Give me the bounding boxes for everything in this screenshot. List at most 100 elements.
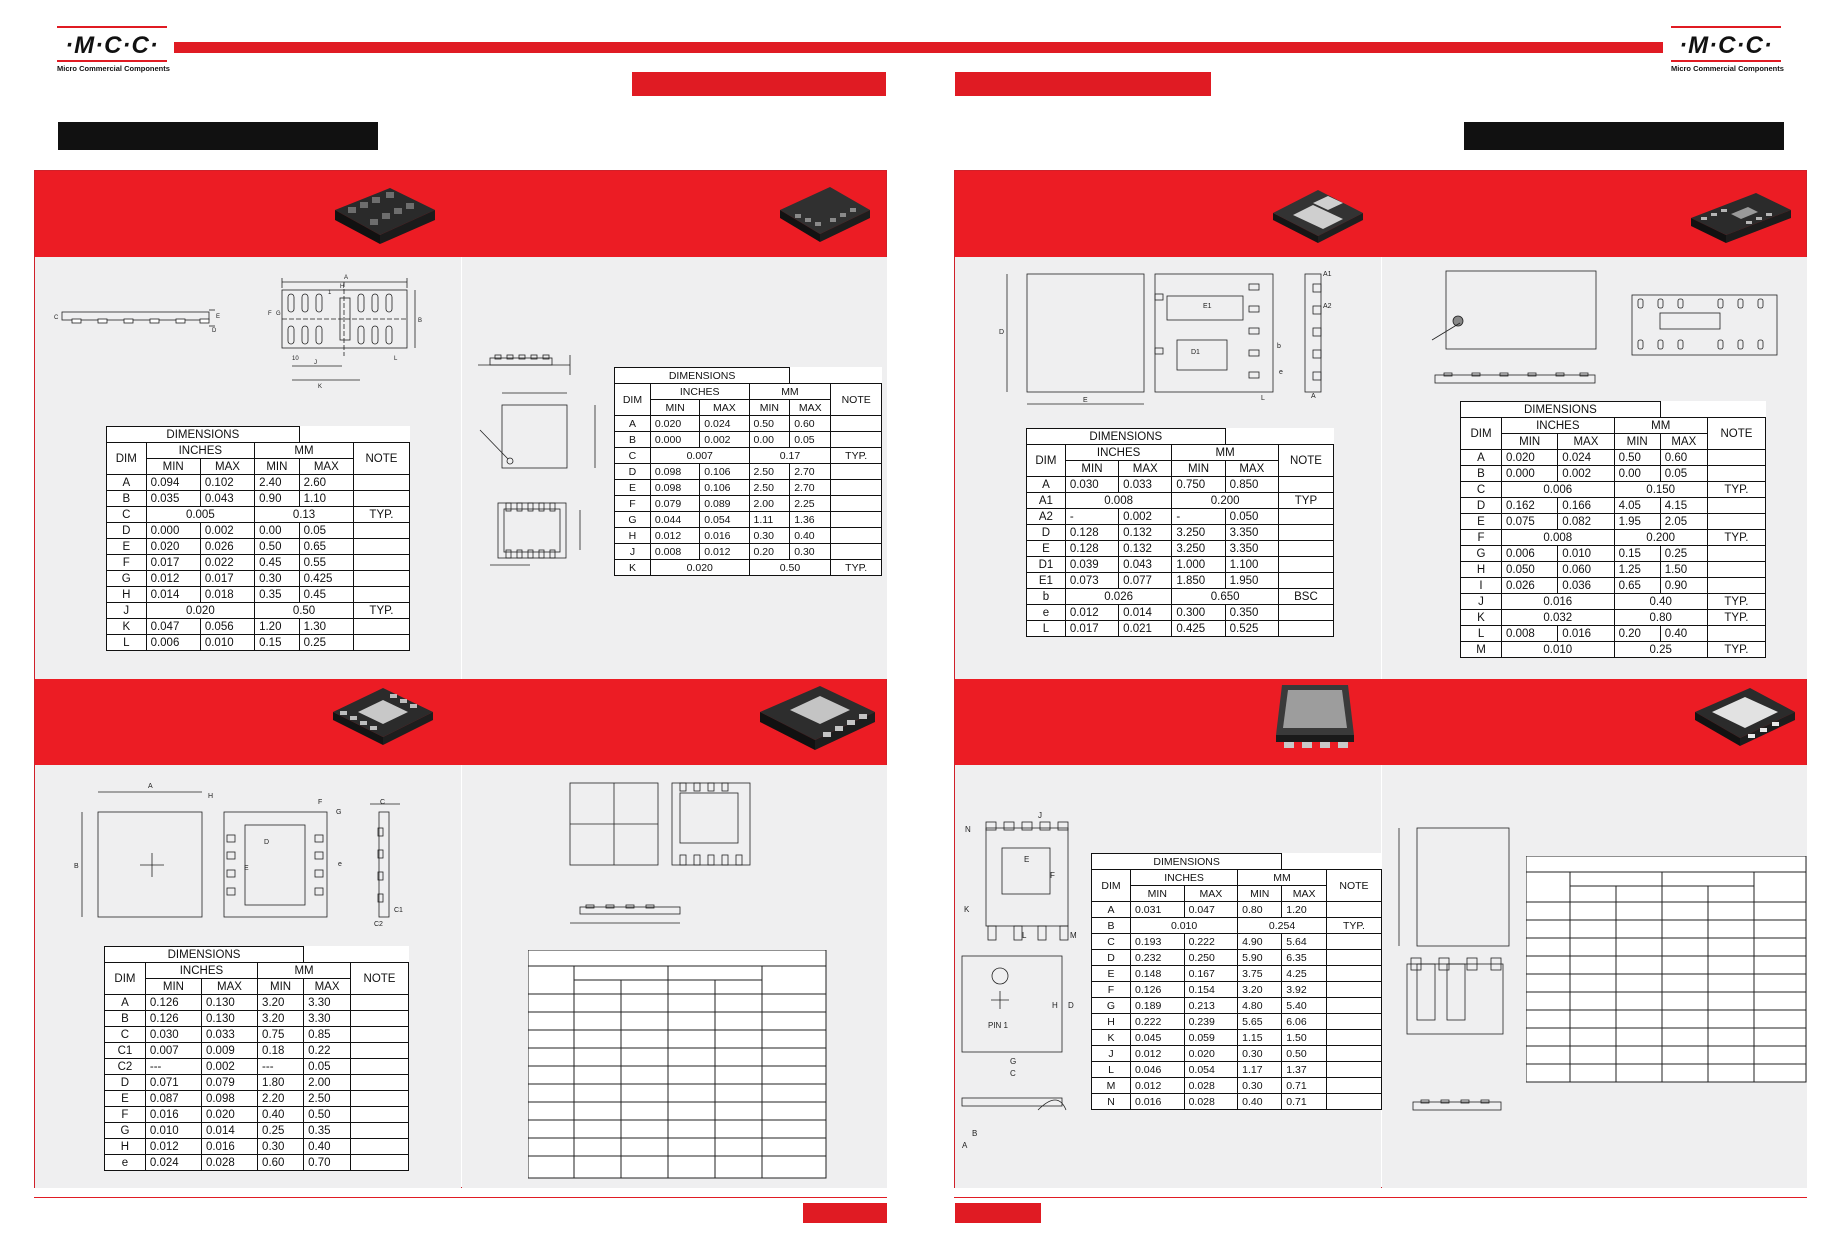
cell-inches: 0.026	[1064, 588, 1173, 605]
cell-mm-max: 0.45	[298, 586, 354, 603]
cell-inch-min: 0.126	[144, 994, 202, 1011]
cell-note	[1325, 1093, 1383, 1110]
cell-inch-max: 0.250	[1183, 949, 1239, 966]
section-tab-left	[632, 72, 886, 96]
cell-mm-min: 3.75	[1237, 965, 1283, 982]
cell-dim: F	[104, 1106, 146, 1123]
cell-mm-max: 0.40	[303, 1138, 352, 1155]
cell-inch-max: 0.026	[199, 538, 256, 555]
cell-mm-max: 0.22	[303, 1042, 352, 1059]
cell-dim: A2	[1026, 508, 1066, 525]
cell-dim: C2	[104, 1058, 146, 1075]
cell-inch-max: 0.012	[699, 543, 750, 560]
header-mm: MM	[748, 383, 832, 400]
cell-mm-min: 1.20	[254, 618, 300, 635]
cell-inch-min: 0.098	[649, 463, 701, 480]
cell-dim: C	[1459, 481, 1503, 498]
cell-mm-max: 0.50	[1281, 1045, 1327, 1062]
cell-mm-max: 3.30	[303, 994, 352, 1011]
cell-note: TYP.	[1706, 641, 1767, 658]
cell-dim: H	[104, 1138, 146, 1155]
table-row: C2---0.002---0.05	[104, 1058, 409, 1075]
svg-text:K: K	[964, 905, 970, 914]
svg-text:b: b	[1277, 343, 1281, 350]
cell-dim: G	[106, 570, 147, 587]
table-title: DIMENSIONS	[613, 367, 791, 384]
cell-note: TYP.	[1706, 529, 1767, 546]
cell-note	[1325, 965, 1383, 982]
cell-mm: 0.200	[1171, 492, 1279, 509]
cell-inch-min: 0.012	[1130, 1045, 1185, 1062]
cell-dim: E	[1090, 965, 1132, 982]
cell-inch-min: 0.012	[1064, 604, 1120, 621]
cell-note	[1325, 949, 1383, 966]
cell-inch-max: 0.132	[1118, 524, 1173, 541]
svg-text:K: K	[318, 384, 322, 390]
cell-mm-max: 0.425	[298, 570, 354, 587]
cell-inch-max: 0.022	[199, 554, 256, 571]
cell-mm-min: 0.30	[1237, 1045, 1283, 1062]
cell-note	[350, 994, 409, 1011]
cell-inch-max: 0.054	[1183, 1061, 1239, 1078]
cell-inch-min: 0.010	[144, 1122, 202, 1139]
cell-inch-min: 0.222	[1130, 1013, 1185, 1030]
cell-mm: 0.200	[1613, 529, 1708, 546]
chip-photo-dfn10-b	[780, 187, 870, 242]
cell-inch-min: 0.000	[145, 522, 201, 539]
cell-inch-max: 0.016	[699, 527, 750, 544]
chip-photo-dfn6-a	[1273, 190, 1363, 243]
cell-dim: E	[614, 479, 651, 496]
cell-note	[1706, 577, 1767, 594]
header-min: MIN	[145, 458, 201, 475]
cell-note	[1325, 901, 1383, 918]
cell-inch-min: 0.020	[649, 415, 701, 432]
cell-dim: E	[106, 538, 147, 555]
cell-mm-max: 0.30	[789, 543, 832, 560]
cell-inch-max: 0.132	[1118, 540, 1173, 557]
cell-note	[1706, 513, 1767, 530]
cell-inch-min: 0.079	[649, 495, 701, 512]
header-dim: DIM	[1090, 869, 1132, 902]
cell-mm-max: 0.850	[1224, 476, 1279, 493]
cell-dim: A	[106, 474, 147, 491]
header-max: MAX	[699, 399, 750, 416]
svg-text:PIN 1: PIN 1	[988, 1021, 1009, 1030]
cell-note	[352, 618, 411, 635]
right-mid-band	[955, 679, 1806, 765]
cell-dim: L	[106, 634, 147, 651]
svg-text:A: A	[148, 783, 153, 790]
cell-inch-min: 0.044	[649, 511, 701, 528]
cell-mm: 0.50	[748, 559, 832, 576]
cell-dim: D	[1026, 524, 1066, 541]
svg-text:F: F	[318, 799, 322, 806]
svg-text:A: A	[1311, 393, 1316, 400]
cell-mm-max: 2.70	[789, 463, 832, 480]
cell-note: TYP.	[1706, 609, 1767, 626]
svg-text:C1: C1	[394, 907, 403, 914]
cell-mm-max: 3.350	[1224, 524, 1279, 541]
cell-dim: K	[614, 559, 651, 576]
cell-dim: G	[1459, 545, 1503, 562]
header-note: NOTE	[1325, 869, 1383, 902]
cell-mm-max: 1.30	[298, 618, 354, 635]
cell-inches: 0.020	[649, 559, 750, 576]
svg-text:D1: D1	[1191, 349, 1200, 356]
empty-table-panel-8	[1526, 856, 1807, 1083]
cell-mm-min: 1.15	[1237, 1029, 1283, 1046]
cell-inch-max: 0.010	[1557, 545, 1615, 562]
